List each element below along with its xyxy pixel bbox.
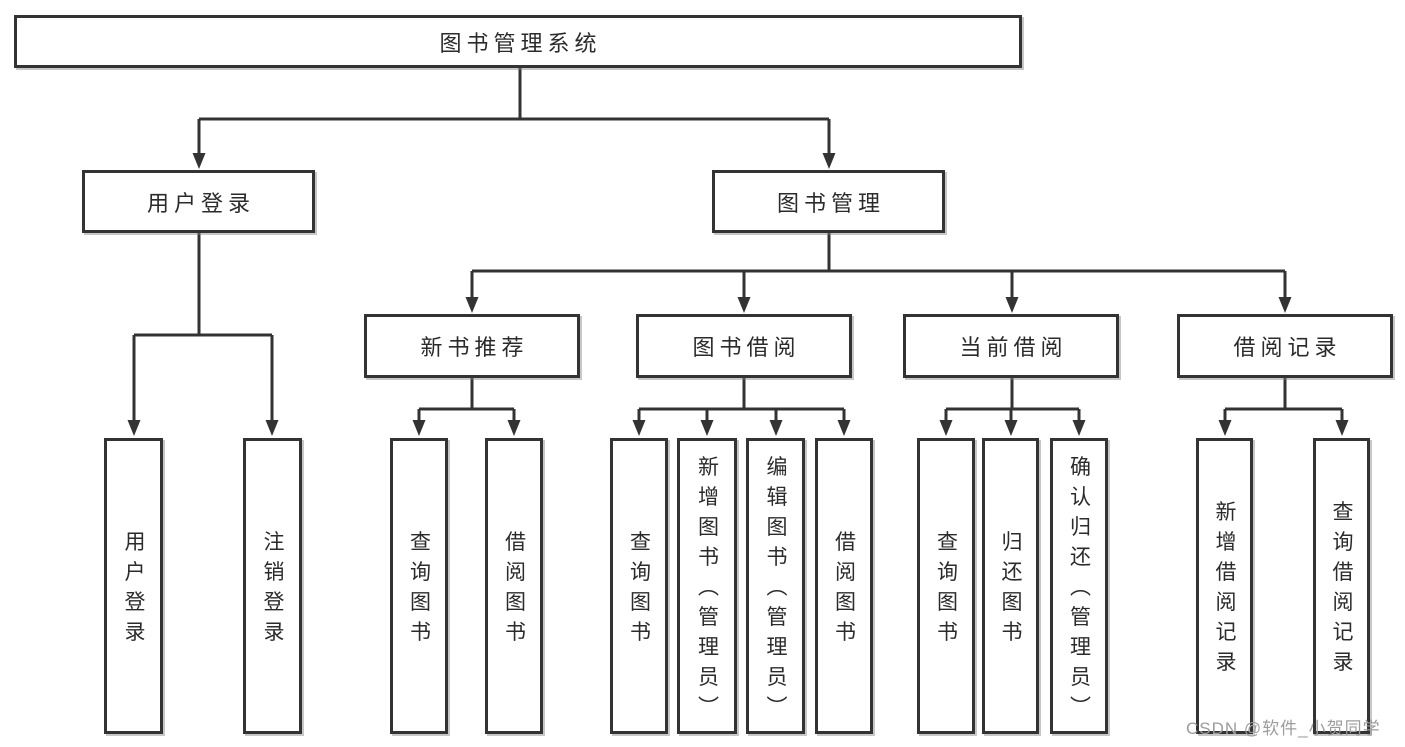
- node-label: 借阅图书: [502, 530, 526, 651]
- connector-user-login-to-leaves: [132, 233, 274, 421]
- arrow-down-icon: [939, 420, 953, 436]
- leaf-borrow-books-recommend: 借阅图书: [485, 438, 543, 734]
- leaf-query-books-current: 查询图书: [917, 438, 975, 734]
- arrow-down-icon: [822, 153, 836, 169]
- leaf-borrow-books: 借阅图书: [815, 438, 873, 734]
- node-label: 归还图书: [999, 530, 1022, 651]
- arrow-down-icon: [1335, 420, 1349, 436]
- arrow-down-icon: [737, 297, 751, 313]
- arrow-down-icon: [265, 420, 279, 436]
- arrow-down-icon: [507, 420, 521, 436]
- leaf-query-books-borrowing: 查询图书: [610, 438, 668, 734]
- node-label: 借阅图书: [832, 530, 856, 651]
- node-label: 图书借阅: [692, 335, 801, 360]
- node-book-borrowing: 图书借阅: [636, 314, 852, 378]
- leaf-confirm-return-admin: 确认归还（管理员）: [1050, 438, 1108, 734]
- node-book-management: 图书管理: [712, 170, 945, 233]
- arrow-down-icon: [769, 420, 783, 436]
- connector-current-borrowing-to-leaves: [944, 378, 1081, 421]
- arrow-down-icon: [1004, 420, 1018, 436]
- arrowheads: [127, 153, 1349, 436]
- leaf-add-borrow-record: 新增借阅记录: [1196, 438, 1253, 734]
- node-label: 借阅记录: [1233, 335, 1342, 360]
- arrow-down-icon: [1218, 420, 1232, 436]
- node-label: 查询借阅记录: [1330, 500, 1353, 681]
- node-label: 确认归还（管理员）: [1067, 455, 1091, 726]
- leaf-return-books: 归还图书: [982, 438, 1039, 734]
- arrow-down-icon: [1072, 420, 1086, 436]
- arrow-down-icon: [700, 420, 714, 436]
- node-label: 图书管理: [776, 190, 885, 216]
- node-user-login: 用户登录: [82, 170, 315, 233]
- arrow-down-icon: [127, 420, 141, 436]
- connector-book-management-to-level3: [470, 233, 1287, 298]
- node-root-library-management-system: 图书管理系统: [14, 15, 1022, 68]
- node-current-borrowing: 当前借阅: [903, 314, 1119, 378]
- arrow-down-icon: [837, 420, 851, 436]
- leaf-user-login-action: 用户登录: [104, 438, 163, 734]
- leaf-add-books-admin: 新增图书（管理员）: [677, 438, 737, 734]
- connector-root-to-level2: [197, 68, 831, 154]
- connector-strokes: [132, 68, 1344, 421]
- node-new-book-recommend: 新书推荐: [364, 314, 580, 378]
- node-label: 新书推荐: [420, 335, 529, 360]
- node-label: 注销登录: [261, 530, 284, 651]
- node-label: 用户登录: [146, 190, 255, 216]
- node-label: 当前借阅: [959, 335, 1068, 360]
- connector-new-book-recommend-to-leaves: [417, 378, 516, 421]
- leaf-query-books-recommend: 查询图书: [390, 438, 448, 734]
- node-label: 用户登录: [122, 530, 145, 651]
- arrow-down-icon: [465, 297, 479, 313]
- arrow-down-icon: [1005, 297, 1019, 313]
- node-borrowing-records: 借阅记录: [1177, 314, 1393, 378]
- csdn-watermark: CSDN @软件_小贺同学: [1186, 719, 1381, 738]
- arrow-down-icon: [1278, 297, 1292, 313]
- connector-borrowing-records-to-leaves: [1223, 378, 1344, 421]
- connector-book-borrowing-to-leaves: [637, 378, 846, 421]
- node-label: 查询图书: [627, 530, 651, 651]
- node-label: 查询图书: [407, 530, 431, 651]
- arrow-down-icon: [412, 420, 426, 436]
- leaf-logout-action: 注销登录: [243, 438, 302, 734]
- node-label: 新增借阅记录: [1213, 500, 1236, 681]
- node-label: 查询图书: [934, 530, 958, 651]
- arrow-down-icon: [192, 153, 206, 169]
- node-label: 编辑图书（管理员）: [764, 455, 787, 726]
- node-label: 图书管理系统: [439, 30, 602, 56]
- node-label: 新增图书（管理员）: [695, 455, 719, 726]
- leaf-query-borrow-record: 查询借阅记录: [1313, 438, 1370, 734]
- arrow-down-icon: [632, 420, 646, 436]
- leaf-edit-books-admin: 编辑图书（管理员）: [746, 438, 805, 734]
